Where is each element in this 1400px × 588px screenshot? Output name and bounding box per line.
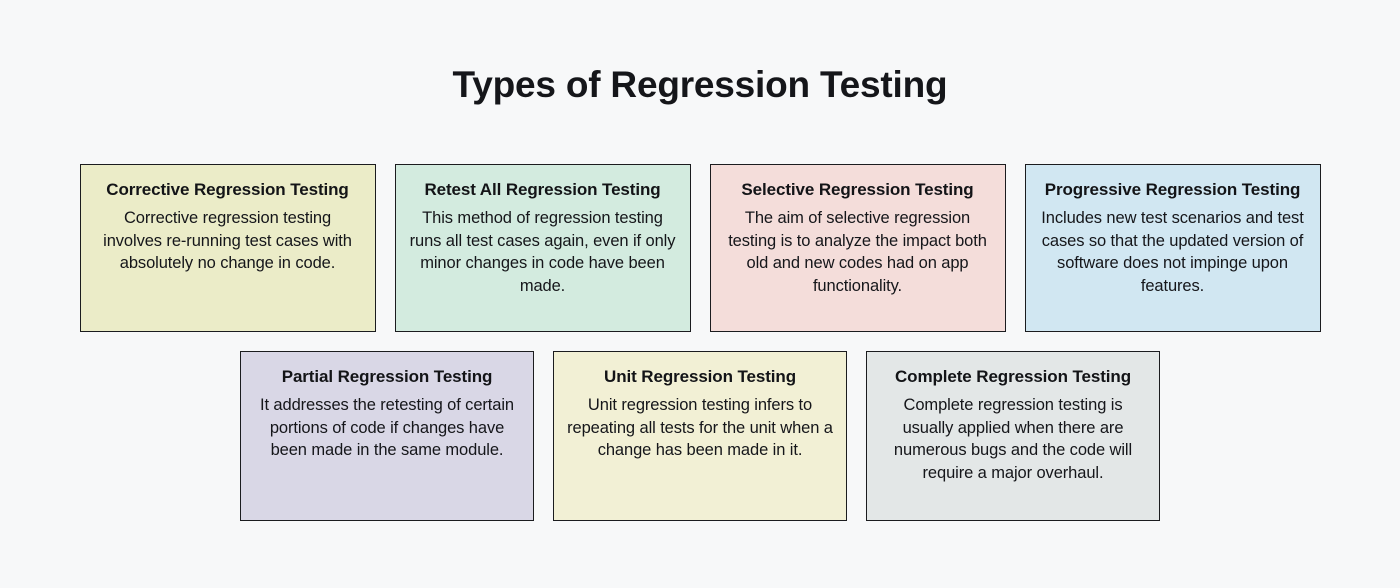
page-title: Types of Regression Testing [452,64,948,105]
card-body: Includes new test scenarios and test cas… [1041,209,1304,295]
card-selective-regression-testing: Selective Regression Testing The aim of … [709,164,1006,332]
card-body: Complete regression testing is usually a… [893,396,1133,482]
card-unit-regression-testing: Unit Regression Testing Unit regression … [553,351,847,521]
card-complete-regression-testing: Complete Regression Testing Complete reg… [866,351,1160,521]
card-body: Corrective regression testing involves r… [103,209,352,272]
card-retest-all-regression-testing: Retest All Regression Testing This metho… [394,164,691,332]
card-corrective-regression-testing: Corrective Regression Testing Corrective… [79,164,376,332]
card-title: Unit Regression Testing [604,367,796,386]
card-body: The aim of selective regression testing … [728,209,987,295]
card-body: This method of regression testing runs a… [409,209,676,295]
card-title: Complete Regression Testing [895,367,1131,386]
card-progressive-regression-testing: Progressive Regression Testing Includes … [1024,164,1321,332]
card-partial-regression-testing: Partial Regression Testing It addresses … [240,351,534,521]
card-title: Corrective Regression Testing [106,180,349,199]
card-body: It addresses the retesting of certain po… [259,396,515,459]
card-row-1: Corrective Regression Testing Corrective… [0,164,1400,332]
card-title: Progressive Regression Testing [1044,180,1301,199]
card-title: Retest All Regression Testing [424,180,661,199]
card-row-2: Partial Regression Testing It addresses … [0,351,1400,521]
card-title: Partial Regression Testing [281,367,493,386]
card-body: Unit regression testing infers to repeat… [567,396,833,459]
cards-grid: Corrective Regression Testing Corrective… [0,164,1400,521]
card-title: Selective Regression Testing [741,180,974,199]
